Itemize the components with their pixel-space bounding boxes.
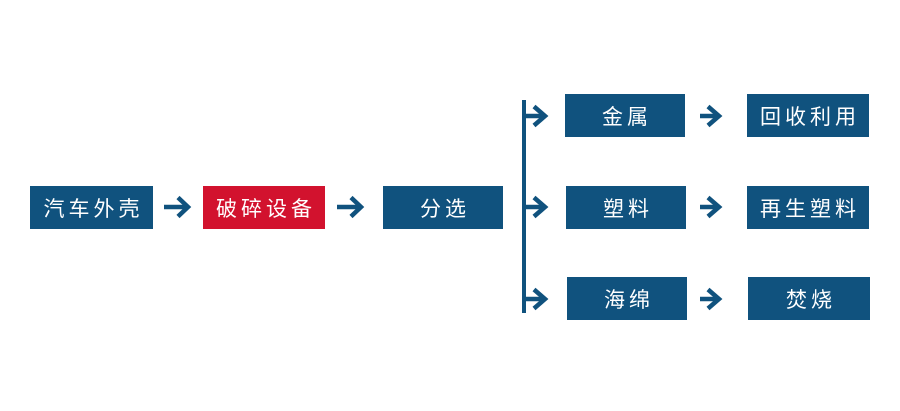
node-metal: 金属 <box>565 94 685 137</box>
node-recycled-plastic: 再生塑料 <box>747 186 869 229</box>
node-incineration: 焚烧 <box>748 277 870 320</box>
arrow-right-icon <box>526 287 549 311</box>
arrow-right-icon <box>700 195 723 219</box>
arrow-right-icon <box>526 104 549 128</box>
arrow-right-icon <box>700 287 723 311</box>
node-car-shell: 汽车外壳 <box>30 186 153 229</box>
arrow-right-icon <box>164 195 192 219</box>
node-sorting: 分选 <box>383 186 503 229</box>
node-crusher: 破碎设备 <box>203 186 325 229</box>
node-sponge: 海绵 <box>567 277 687 320</box>
node-recycling: 回收利用 <box>747 94 869 137</box>
arrow-right-icon <box>700 104 723 128</box>
branch-connector-line <box>522 100 526 313</box>
node-plastic: 塑料 <box>566 186 686 229</box>
arrow-right-icon <box>337 195 365 219</box>
arrow-right-icon <box>526 195 549 219</box>
